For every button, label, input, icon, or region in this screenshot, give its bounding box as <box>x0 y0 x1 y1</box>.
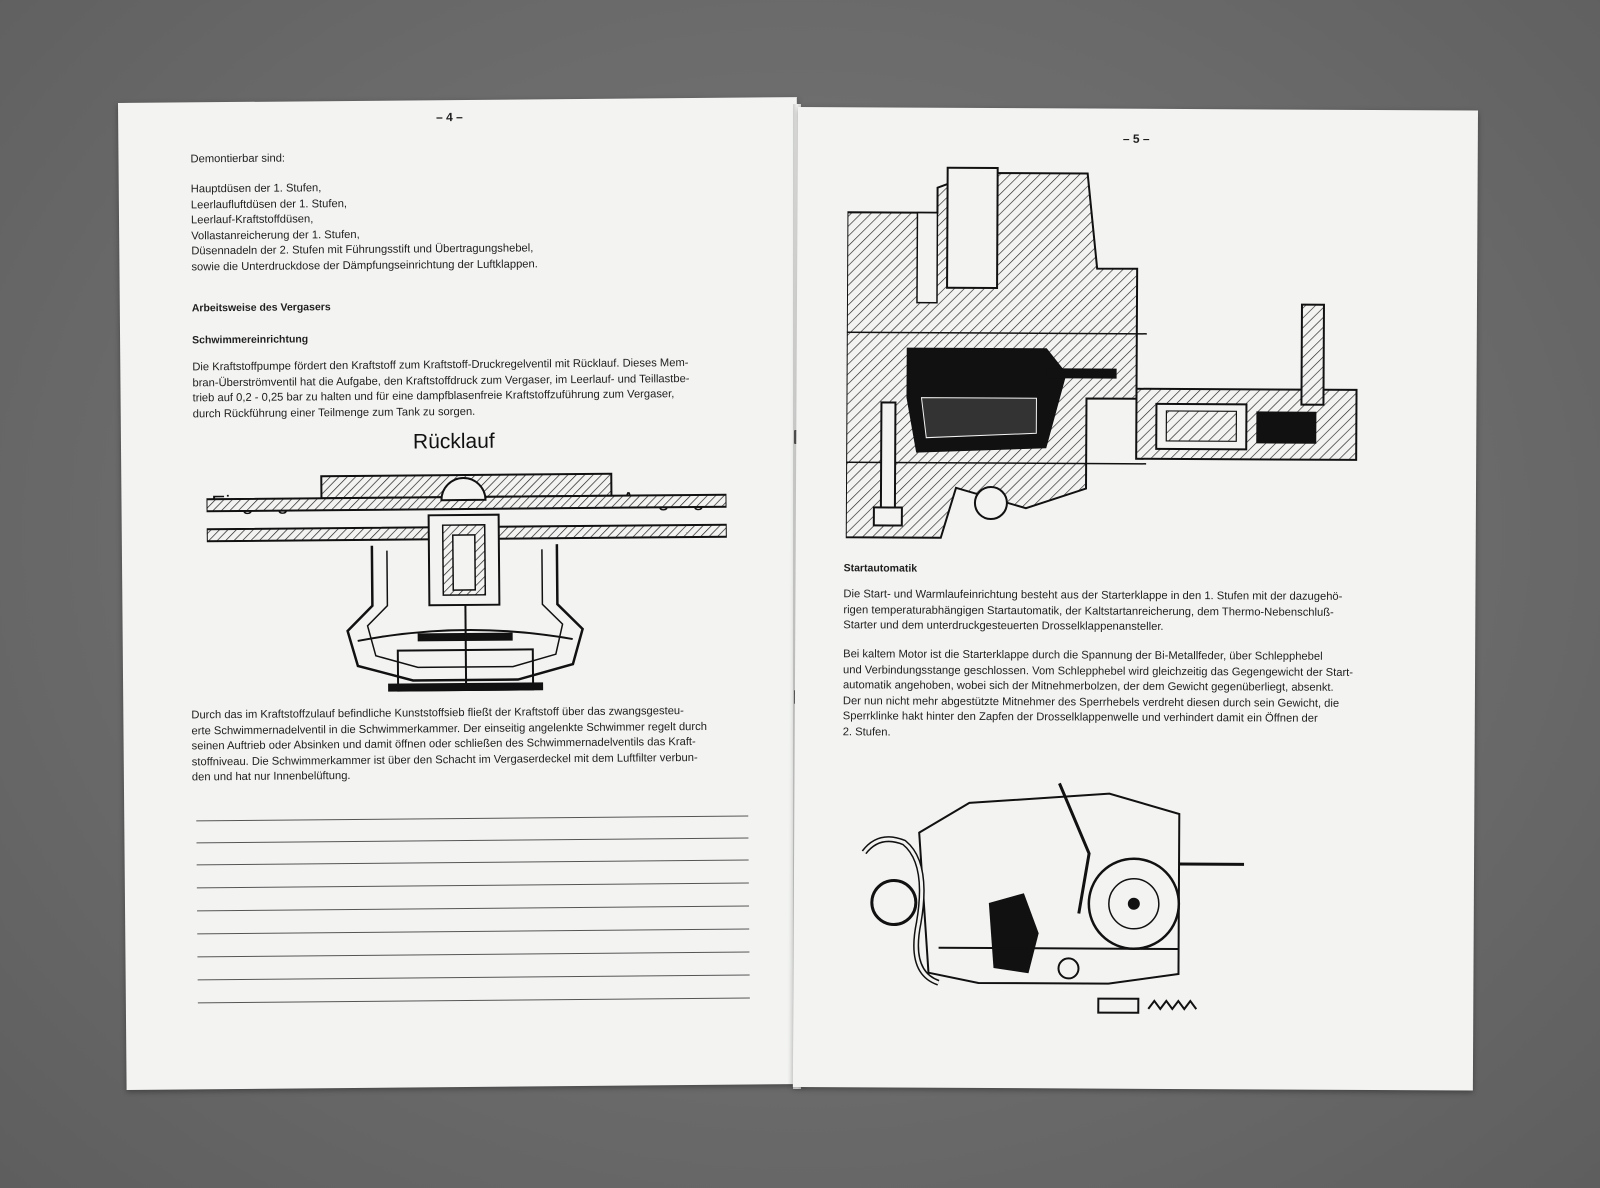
note-line <box>196 859 749 866</box>
intro-heading: Demontierbar sind: <box>190 152 286 166</box>
paragraph: Bei kaltem Motor ist die Starterklappe d… <box>842 648 1354 739</box>
note-line <box>196 882 749 889</box>
section-heading: Startautomatik <box>843 562 918 575</box>
subsection-heading: Schwimmereinrichtung <box>192 333 309 347</box>
note-line <box>196 815 749 822</box>
note-line <box>196 837 749 844</box>
section-heading: Arbeitsweise des Vergasers <box>191 301 331 315</box>
parts-list: Hauptdüsen der 1. Stufen, Leerlaufluftdü… <box>191 179 538 276</box>
startautomatik-diagram <box>861 782 1245 1014</box>
left-page: – 4 – Demontierbar sind: Hauptdüsen der … <box>118 97 806 1090</box>
note-line <box>197 951 750 958</box>
paragraph: Die Start- und Warmlaufeinrichtung beste… <box>843 588 1343 634</box>
note-line <box>197 974 750 981</box>
diagram-label-top: Rücklauf <box>412 429 495 454</box>
page-number: – 5 – <box>1122 131 1150 146</box>
paragraph: Durch das im Kraftstoffzulauf befindlich… <box>191 705 707 784</box>
page-number: – 4 – <box>436 109 463 125</box>
carburetor-cross-section-diagram <box>845 166 1358 539</box>
note-line <box>197 928 750 935</box>
pressure-regulator-diagram <box>206 472 728 692</box>
note-line <box>197 905 750 912</box>
right-page: – 5 – Startautomatik <box>792 107 1478 1091</box>
paragraph: Die Kraftstoffpumpe fördert den Kraftsto… <box>192 357 690 421</box>
note-line <box>197 997 750 1004</box>
list-item: sowie die Unterdruckdose der Dämpfungsei… <box>191 258 538 274</box>
